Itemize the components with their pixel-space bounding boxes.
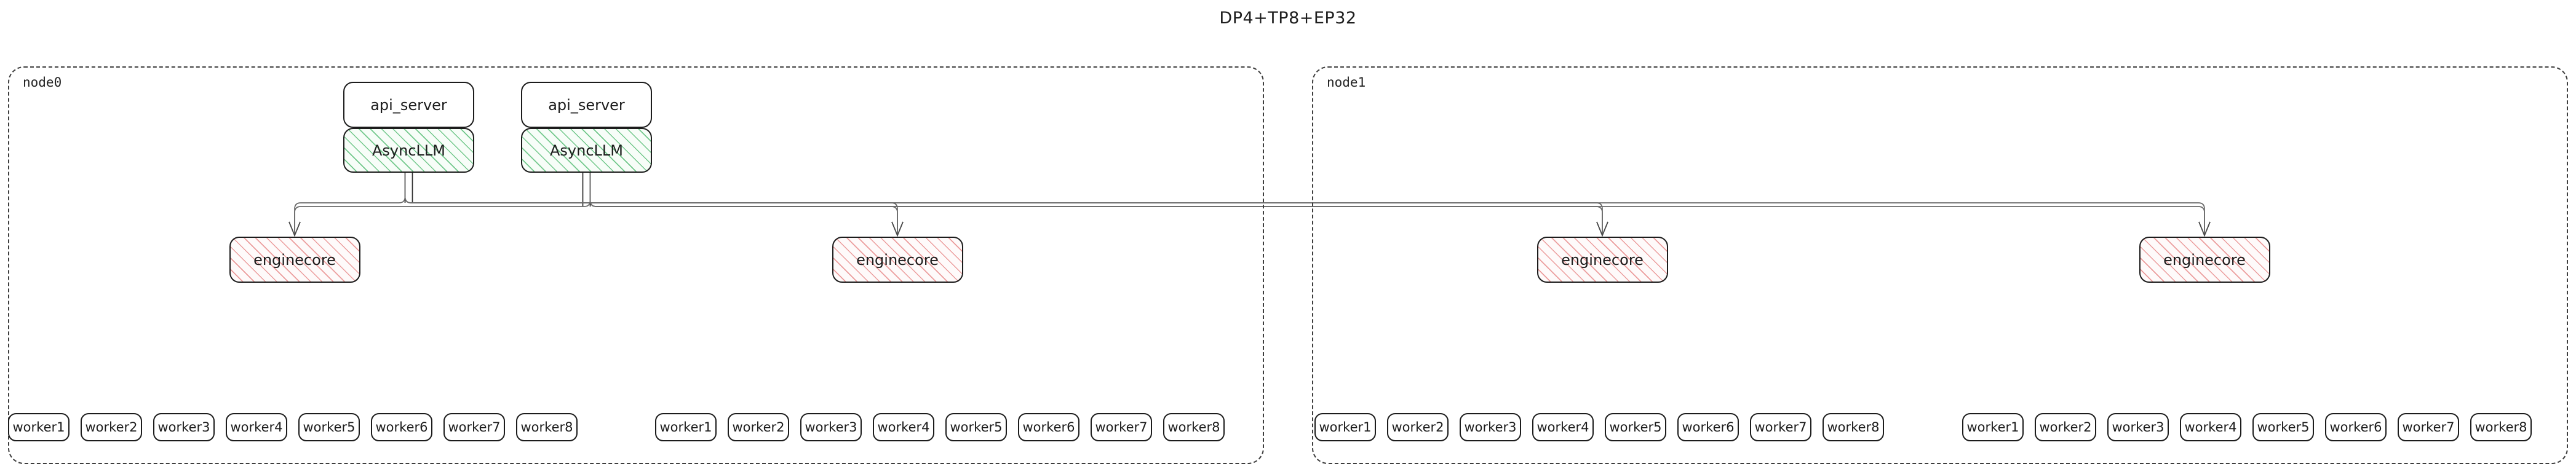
api-server-box[interactable]: api_server: [521, 82, 652, 128]
api-server-box[interactable]: api_server: [343, 82, 474, 128]
worker-box[interactable]: worker6: [371, 413, 432, 441]
worker-box[interactable]: worker4: [226, 413, 287, 441]
asyncllm-box[interactable]: AsyncLLM: [521, 128, 652, 173]
page-title: DP4+TP8+EP32: [1219, 9, 1357, 28]
worker-box[interactable]: worker7: [443, 413, 505, 441]
worker-box[interactable]: worker1: [1314, 413, 1376, 441]
worker-box[interactable]: worker4: [2180, 413, 2241, 441]
enginecore-box[interactable]: enginecore: [229, 237, 360, 283]
worker-box[interactable]: worker2: [81, 413, 142, 441]
asyncllm-box[interactable]: AsyncLLM: [343, 128, 474, 173]
node-container-node1: [1312, 66, 2568, 464]
worker-box[interactable]: worker5: [298, 413, 360, 441]
worker-box[interactable]: worker5: [945, 413, 1007, 441]
worker-box[interactable]: worker3: [800, 413, 862, 441]
worker-box[interactable]: worker6: [2325, 413, 2387, 441]
worker-box[interactable]: worker4: [873, 413, 934, 441]
node-label-node0: node0: [23, 75, 62, 90]
worker-box[interactable]: worker8: [1823, 413, 1884, 441]
enginecore-box[interactable]: enginecore: [2139, 237, 2270, 283]
worker-box[interactable]: worker4: [1532, 413, 1594, 441]
node-container-node0: [8, 66, 1264, 464]
worker-box[interactable]: worker3: [1460, 413, 1521, 441]
worker-box[interactable]: worker7: [2398, 413, 2459, 441]
worker-box[interactable]: worker8: [516, 413, 578, 441]
worker-box[interactable]: worker2: [728, 413, 789, 441]
worker-box[interactable]: worker1: [1962, 413, 2024, 441]
worker-box[interactable]: worker6: [1677, 413, 1739, 441]
worker-box[interactable]: worker8: [2470, 413, 2532, 441]
worker-box[interactable]: worker6: [1018, 413, 1079, 441]
node-label-node1: node1: [1327, 75, 1366, 90]
worker-box[interactable]: worker5: [1605, 413, 1666, 441]
worker-box[interactable]: worker3: [153, 413, 215, 441]
worker-box[interactable]: worker2: [2035, 413, 2096, 441]
worker-box[interactable]: worker1: [655, 413, 717, 441]
enginecore-box[interactable]: enginecore: [832, 237, 963, 283]
worker-box[interactable]: worker8: [1163, 413, 1225, 441]
worker-box[interactable]: worker2: [1387, 413, 1449, 441]
worker-box[interactable]: worker3: [2107, 413, 2169, 441]
worker-box[interactable]: worker7: [1750, 413, 1811, 441]
worker-box[interactable]: worker7: [1091, 413, 1152, 441]
worker-box[interactable]: worker5: [2252, 413, 2314, 441]
worker-box[interactable]: worker1: [8, 413, 70, 441]
enginecore-box[interactable]: enginecore: [1536, 237, 1668, 283]
